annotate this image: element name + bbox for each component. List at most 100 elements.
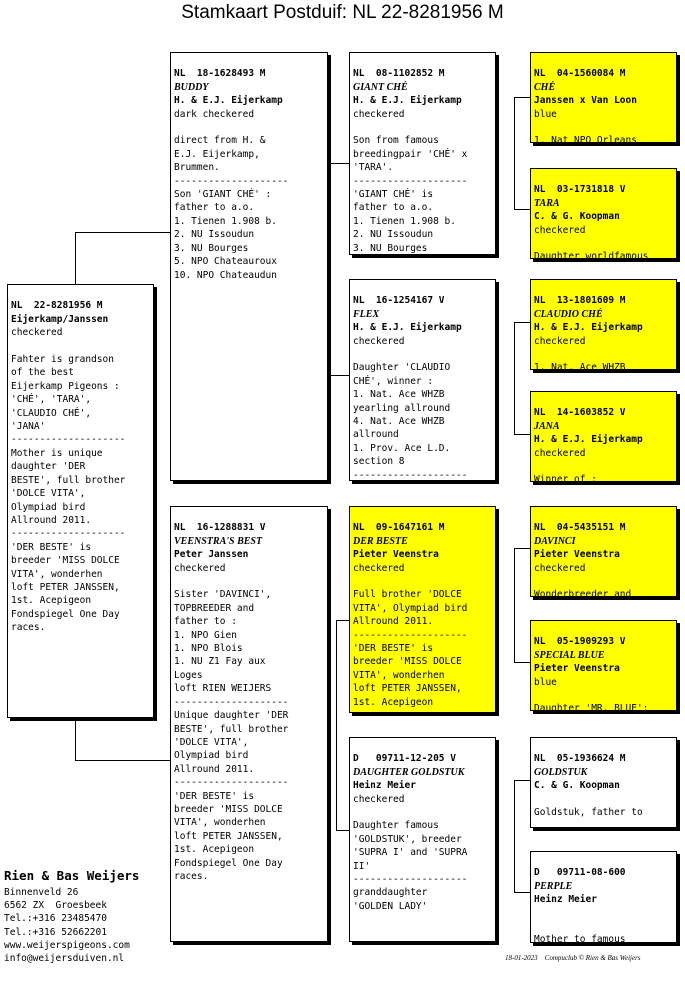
pigeon-color: checkered: [534, 224, 586, 236]
connector-line: [75, 232, 170, 233]
pigeon-name: DAUGHTER GOLDSTUK: [353, 766, 465, 778]
connector-line: [75, 232, 76, 284]
pigeon-notes: Mother to famous: [534, 934, 626, 943]
ring-number: NL 16-1288831 V: [174, 522, 266, 534]
connector-line: [336, 620, 349, 621]
connector-line: [514, 780, 515, 892]
connector-line: [514, 662, 530, 663]
pigeon-notes: Full brother 'DOLCE VITA', Olympiad bird…: [353, 589, 468, 708]
breeder-name: Peter Janssen: [174, 549, 249, 561]
connector-line: [514, 322, 515, 434]
breeder-name: Pieter Veenstra: [534, 549, 620, 561]
connector-line: [514, 97, 530, 98]
ring-number: NL 04-5435151 M: [534, 522, 626, 534]
ring-number: NL 14-1603852 V: [534, 407, 626, 419]
breeder-name: H. & E.J. Eijerkamp: [353, 322, 462, 334]
breeder-name: Pieter Veenstra: [353, 549, 439, 561]
ring-number: NL 18-1628493 M: [174, 68, 266, 80]
connector-line: [330, 163, 331, 375]
pigeon-name: GIANT CHÉ: [353, 81, 408, 93]
pigeon-color: blue: [534, 108, 557, 120]
pigeon-name: BUDDY: [174, 81, 209, 93]
print-stamp: 18-01-2023 Compuclub © Rien & Bas Weijer…: [505, 954, 641, 962]
pigeon-notes: Son from famous breedingpair 'CHÉ' x 'TA…: [353, 135, 468, 254]
connector-line: [514, 780, 530, 781]
pigeon-notes: Fahter is grandson of the best Eijerkamp…: [11, 354, 126, 634]
pigeon-name: CHÉ: [534, 81, 556, 93]
breeder-name: Janssen x Van Loon: [534, 95, 637, 107]
breeder-name: H. & E.J. Eijerkamp: [174, 95, 283, 107]
ring-number: NL 13-1801609 M: [534, 295, 626, 307]
breeder-name: C. & G. Koopman: [534, 780, 620, 792]
breeder-name: H. & E.J. Eijerkamp: [534, 434, 643, 446]
connector-line: [336, 620, 337, 830]
breeder-name: Heinz Meier: [534, 894, 597, 906]
connector-line: [330, 375, 349, 376]
contact-details: Binnenveld 26 6562 ZX Groesbeek Tel.:+31…: [4, 887, 130, 965]
ring-number: D 09711-12-205 V: [353, 753, 456, 765]
connector-line: [514, 548, 515, 662]
breeder-name: Eijerkamp/Janssen: [11, 313, 109, 325]
ring-number: NL 22-8281956 M: [11, 300, 103, 312]
ring-number: NL 05-1936624 M: [534, 753, 626, 765]
ring-number: NL 09-1647161 M: [353, 522, 445, 534]
pigeon-color: checkered: [534, 335, 586, 347]
pigeon-notes: Daughter 'MR. BLUE':: [534, 703, 649, 711]
connector-line: [514, 434, 530, 435]
ring-number: NL 08-1102852 M: [353, 68, 445, 80]
pigeon-color: blue: [534, 676, 557, 688]
pigeon-name: GOLDSTUK: [534, 766, 588, 778]
pigeon-notes: Sister 'DAVINCI', TOPBREEDER and father …: [174, 589, 289, 882]
connector-line: [514, 548, 530, 549]
breeder-name: H. & E.J. Eijerkamp: [534, 322, 643, 334]
pigeon-color: checkered: [534, 447, 586, 459]
pigeon-name: FLEX: [353, 308, 380, 320]
pigeon-color: dark checkered: [174, 108, 255, 120]
connector-line: [336, 830, 349, 831]
pigeon-name: DAVINCI: [534, 535, 576, 547]
pigeon-notes: direct from H. & E.J. Eijerkamp, Brummen…: [174, 135, 289, 281]
pigeon-name: CLAUDIO CHÉ: [534, 308, 603, 320]
pigeon-name: VEENSTRA'S BEST: [174, 535, 263, 547]
pigeon-color: checkered: [353, 108, 405, 120]
pigeon-notes: 1. Nat NPO Orleans: [534, 135, 637, 143]
pigeon-notes: 1. Nat. Ace WHZB: [534, 362, 626, 370]
pigeon-name: DER BESTE: [353, 535, 408, 547]
pigeon-notes: Winner of :: [534, 474, 597, 482]
pigeon-notes: Daughter worldfamous: [534, 251, 649, 259]
breeder-name: C. & G. Koopman: [534, 211, 620, 223]
pigeon-color: checkered: [353, 335, 405, 347]
connector-line: [75, 718, 76, 760]
ring-number: NL 16-1254167 V: [353, 295, 445, 307]
ring-number: NL 03-1731818 V: [534, 184, 626, 196]
pigeon-name: TARA: [534, 197, 560, 209]
connector-line: [514, 892, 530, 893]
pigeon-notes: Daughter famous 'GOLDSTUK', breeder 'SUP…: [353, 820, 468, 912]
connector-line: [514, 97, 515, 209]
connector-line: [514, 322, 530, 323]
breeder-name: H. & E.J. Eijerkamp: [353, 95, 462, 107]
connector-line: [330, 163, 349, 164]
pigeon-notes: Wonderbreeder and: [534, 589, 632, 597]
pigeon-name: PERPLE: [534, 880, 573, 892]
connector-line: [514, 209, 530, 210]
pigeon-color: checkered: [353, 793, 405, 805]
ring-number: NL 05-1909293 V: [534, 636, 626, 648]
pigeon-color: checkered: [11, 327, 63, 339]
pigeon-color: checkered: [353, 562, 405, 574]
ring-number: D 09711-08-600: [534, 867, 626, 879]
connector-line: [75, 760, 170, 761]
page-title: Stamkaart Postduif: NL 22-8281956 M: [181, 2, 504, 23]
